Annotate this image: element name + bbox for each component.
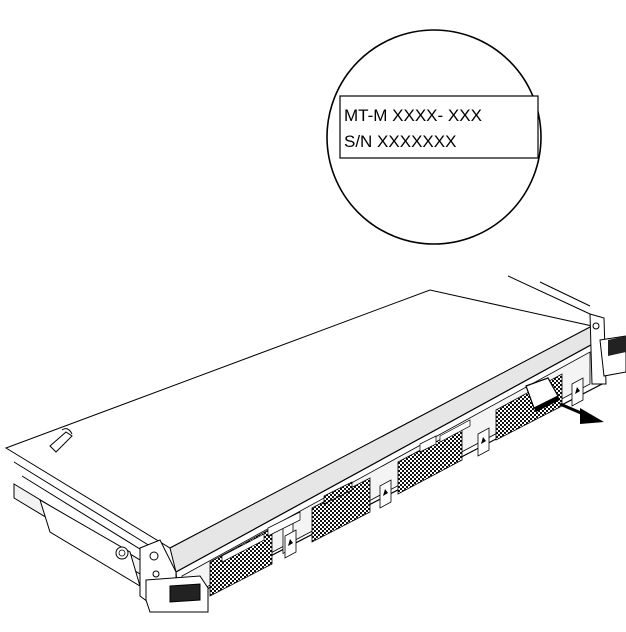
latch-arrows <box>288 387 580 546</box>
machine-type-text: MT-M XXXX- XXX <box>344 106 482 125</box>
right-rack-ear <box>589 313 626 385</box>
pull-direction-arrow <box>559 402 604 424</box>
rack-outline <box>507 275 591 315</box>
pull-out-label-tab <box>525 377 560 412</box>
cover-latch-hook <box>49 431 73 453</box>
serial-label-plate <box>339 95 539 159</box>
serial-number-text: S/N XXXXXXX <box>344 132 456 151</box>
magnifier-callout-circle: MT-M XXXX- XXX S/N XXXXXXX <box>326 29 542 245</box>
left-rack-ear <box>139 539 209 613</box>
server-chassis <box>4 289 594 588</box>
control-panel <box>221 419 471 563</box>
